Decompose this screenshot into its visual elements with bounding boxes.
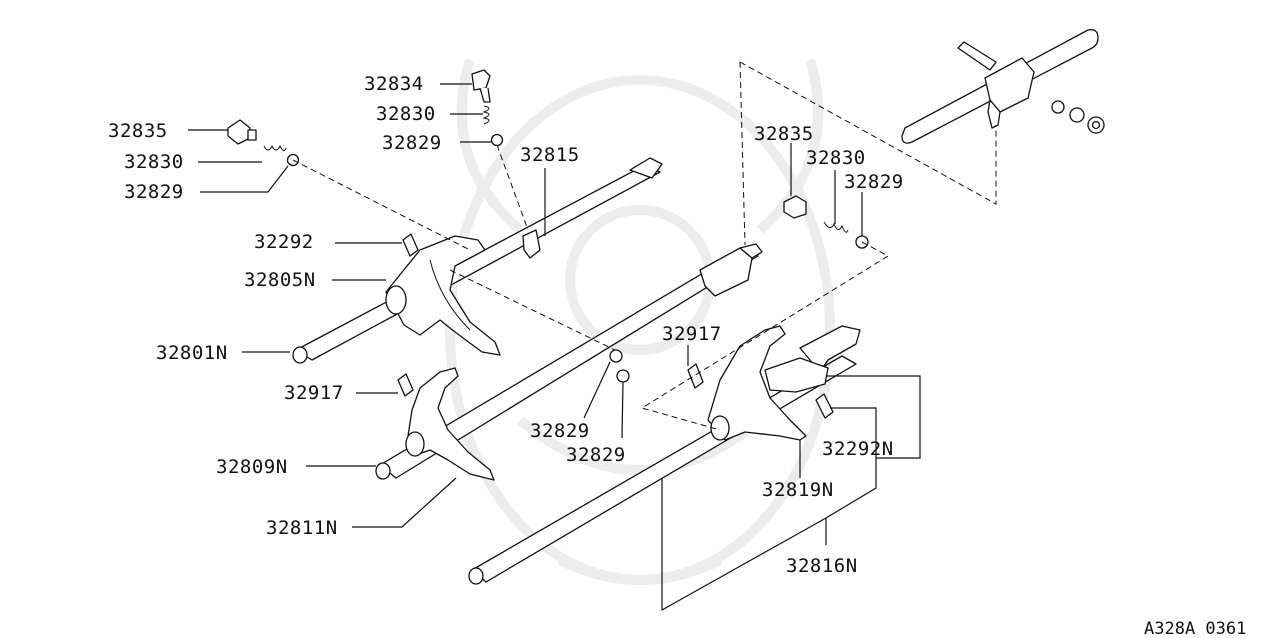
shift-fork-32819N — [707, 325, 829, 441]
label-32830-right: 32830 — [806, 147, 866, 169]
label-32801N: 32801N — [156, 342, 228, 364]
pin-32917-mid — [687, 363, 704, 389]
interlock-pin-32815 — [522, 229, 541, 259]
pin-32917-left — [397, 373, 414, 397]
label-32292N: 32292N — [822, 438, 894, 460]
label-32811N: 32811N — [266, 517, 338, 539]
shift-fork-32811N — [405, 367, 495, 481]
pin-32292-right — [815, 393, 834, 419]
plug-32835-left — [227, 119, 257, 145]
shift-lever-shaft — [901, 29, 1105, 144]
label-32292-left: 32292 — [254, 231, 314, 253]
label-32835-left: 32835 — [108, 120, 168, 142]
label-32816N: 32816N — [786, 555, 858, 577]
label-32829-top: 32829 — [382, 132, 442, 154]
ball-32829-top — [490, 133, 504, 147]
ball-32829-mid2 — [616, 369, 630, 383]
spring-32830-top — [482, 105, 490, 125]
spring-32830-left — [263, 144, 287, 152]
label-32819N: 32819N — [762, 479, 834, 501]
label-32834: 32834 — [364, 73, 424, 95]
label-32815: 32815 — [520, 144, 580, 166]
shift-rod-32801N — [292, 157, 663, 364]
plug-32834 — [471, 69, 491, 103]
label-32830-top: 32830 — [376, 103, 436, 125]
label-32829-mid1: 32829 — [530, 420, 590, 442]
label-32805N: 32805N — [244, 269, 316, 291]
label-32835-right: 32835 — [754, 123, 814, 145]
part-labels: 32834 32830 32829 32835 32830 32829 3281… — [108, 73, 1246, 638]
pin-32292-left — [402, 233, 419, 257]
watermark-emblem — [445, 58, 835, 585]
ball-32829-mid1 — [609, 349, 623, 363]
label-32917-left: 32917 — [284, 382, 344, 404]
shift-fork-32805N — [385, 235, 501, 356]
label-32809N: 32809N — [216, 456, 288, 478]
label-32917-mid: 32917 — [662, 323, 722, 345]
shift-rod-32809N — [375, 243, 763, 480]
label-32829-right: 32829 — [844, 171, 904, 193]
label-32829-left: 32829 — [124, 181, 184, 203]
reference-code: A328A 0361 — [1144, 619, 1246, 638]
label-32829-mid2: 32829 — [566, 444, 626, 466]
plug-32835-right — [783, 195, 807, 219]
label-32830-left: 32830 — [124, 151, 184, 173]
leader-lines — [188, 83, 921, 612]
assembly-dashed-lines — [292, 61, 997, 431]
spring-32830-right — [823, 221, 849, 233]
